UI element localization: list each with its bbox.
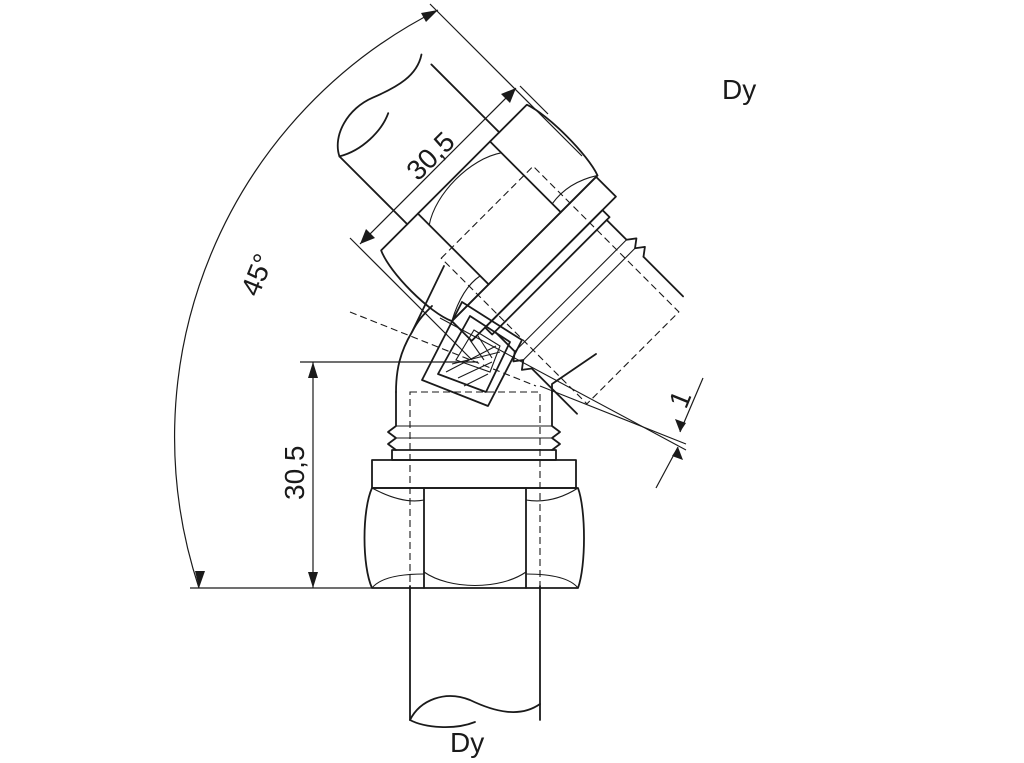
dim-angle-arc (174, 3, 583, 589)
dim-angled (349, 85, 549, 361)
bottom-pipe (409, 585, 541, 728)
bottom-collar (371, 449, 577, 489)
dim-vertical (190, 361, 478, 589)
label-outlet-bottom: Dy (450, 727, 484, 758)
gap-lines (349, 311, 687, 451)
bottom-union-nut (363, 487, 585, 589)
angled-hidden-bore (440, 165, 680, 405)
angled-union-nut (380, 103, 599, 323)
label-outlet-top: Dy (722, 74, 756, 105)
bottom-thread (387, 391, 561, 451)
label-dim-gap: 1 (663, 386, 698, 412)
angled-pipe (336, 53, 501, 226)
label-dim-vertical: 30,5 (279, 446, 310, 501)
dim-gap (655, 377, 704, 489)
bottom-hidden-bore (409, 391, 541, 589)
label-dim-angled: 30,5 (400, 126, 460, 186)
label-angle: 45° (235, 249, 280, 300)
angled-collar (450, 175, 617, 342)
angled-thread (494, 219, 684, 415)
